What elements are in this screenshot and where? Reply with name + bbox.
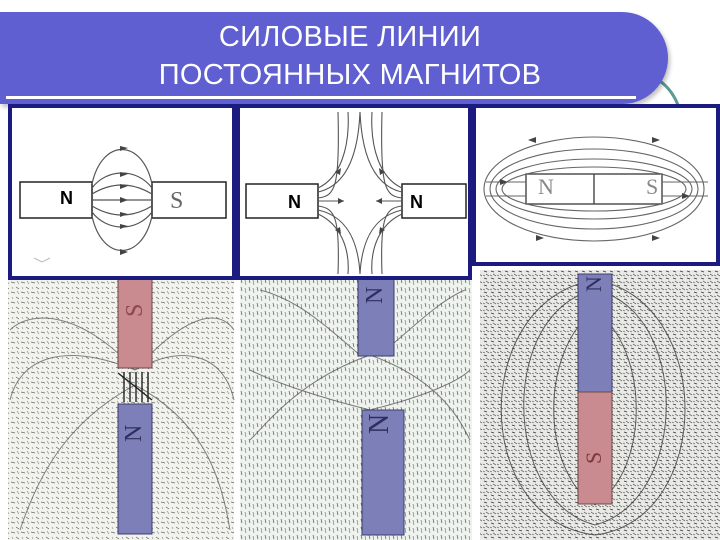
title-bar bbox=[0, 12, 668, 104]
diagram-attraction: N S bbox=[8, 104, 236, 280]
diagram-attraction-south-label: S bbox=[170, 188, 184, 214]
field-lines-repulsion bbox=[245, 111, 467, 275]
photo-middle-top-pole: N bbox=[362, 287, 388, 304]
field-lines-bar-magnet bbox=[483, 136, 708, 242]
photo-right: N S bbox=[480, 270, 720, 540]
photo-left: S N bbox=[8, 270, 235, 540]
iron-filings-photos: S N N N N S bbox=[8, 270, 720, 540]
diagram-repulsion: N N bbox=[236, 104, 472, 280]
photo-right-top-pole: N bbox=[581, 276, 606, 292]
photo-left-top-pole: S bbox=[122, 304, 148, 317]
diagram-bar-magnet-south-label: S bbox=[646, 174, 659, 199]
diagram-attraction-north-label: N bbox=[60, 188, 73, 208]
title-underline bbox=[6, 96, 636, 99]
diagram-repulsion-left-label: N bbox=[288, 192, 301, 212]
photo-right-bottom-pole: S bbox=[581, 452, 606, 464]
photo-middle: N N bbox=[240, 270, 472, 540]
title-line-2: ПОСТОЯННЫХ МАГНИТОВ bbox=[158, 59, 542, 91]
slide-title: СИЛОВЫЕ ЛИНИИ ПОСТОЯННЫХ МАГНИТОВ bbox=[0, 18, 700, 94]
diagram-repulsion-right-label: N bbox=[410, 192, 423, 212]
diagram-bar-magnet-north-label: N bbox=[538, 174, 554, 199]
field-lines-attraction bbox=[19, 146, 227, 263]
photo-middle-bottom-pole: N bbox=[364, 414, 395, 434]
diagram-bar-magnet: N S bbox=[472, 104, 720, 266]
title-line-1: СИЛОВЫЕ ЛИНИИ bbox=[218, 21, 482, 53]
photo-left-bottom-pole: N bbox=[121, 425, 147, 442]
